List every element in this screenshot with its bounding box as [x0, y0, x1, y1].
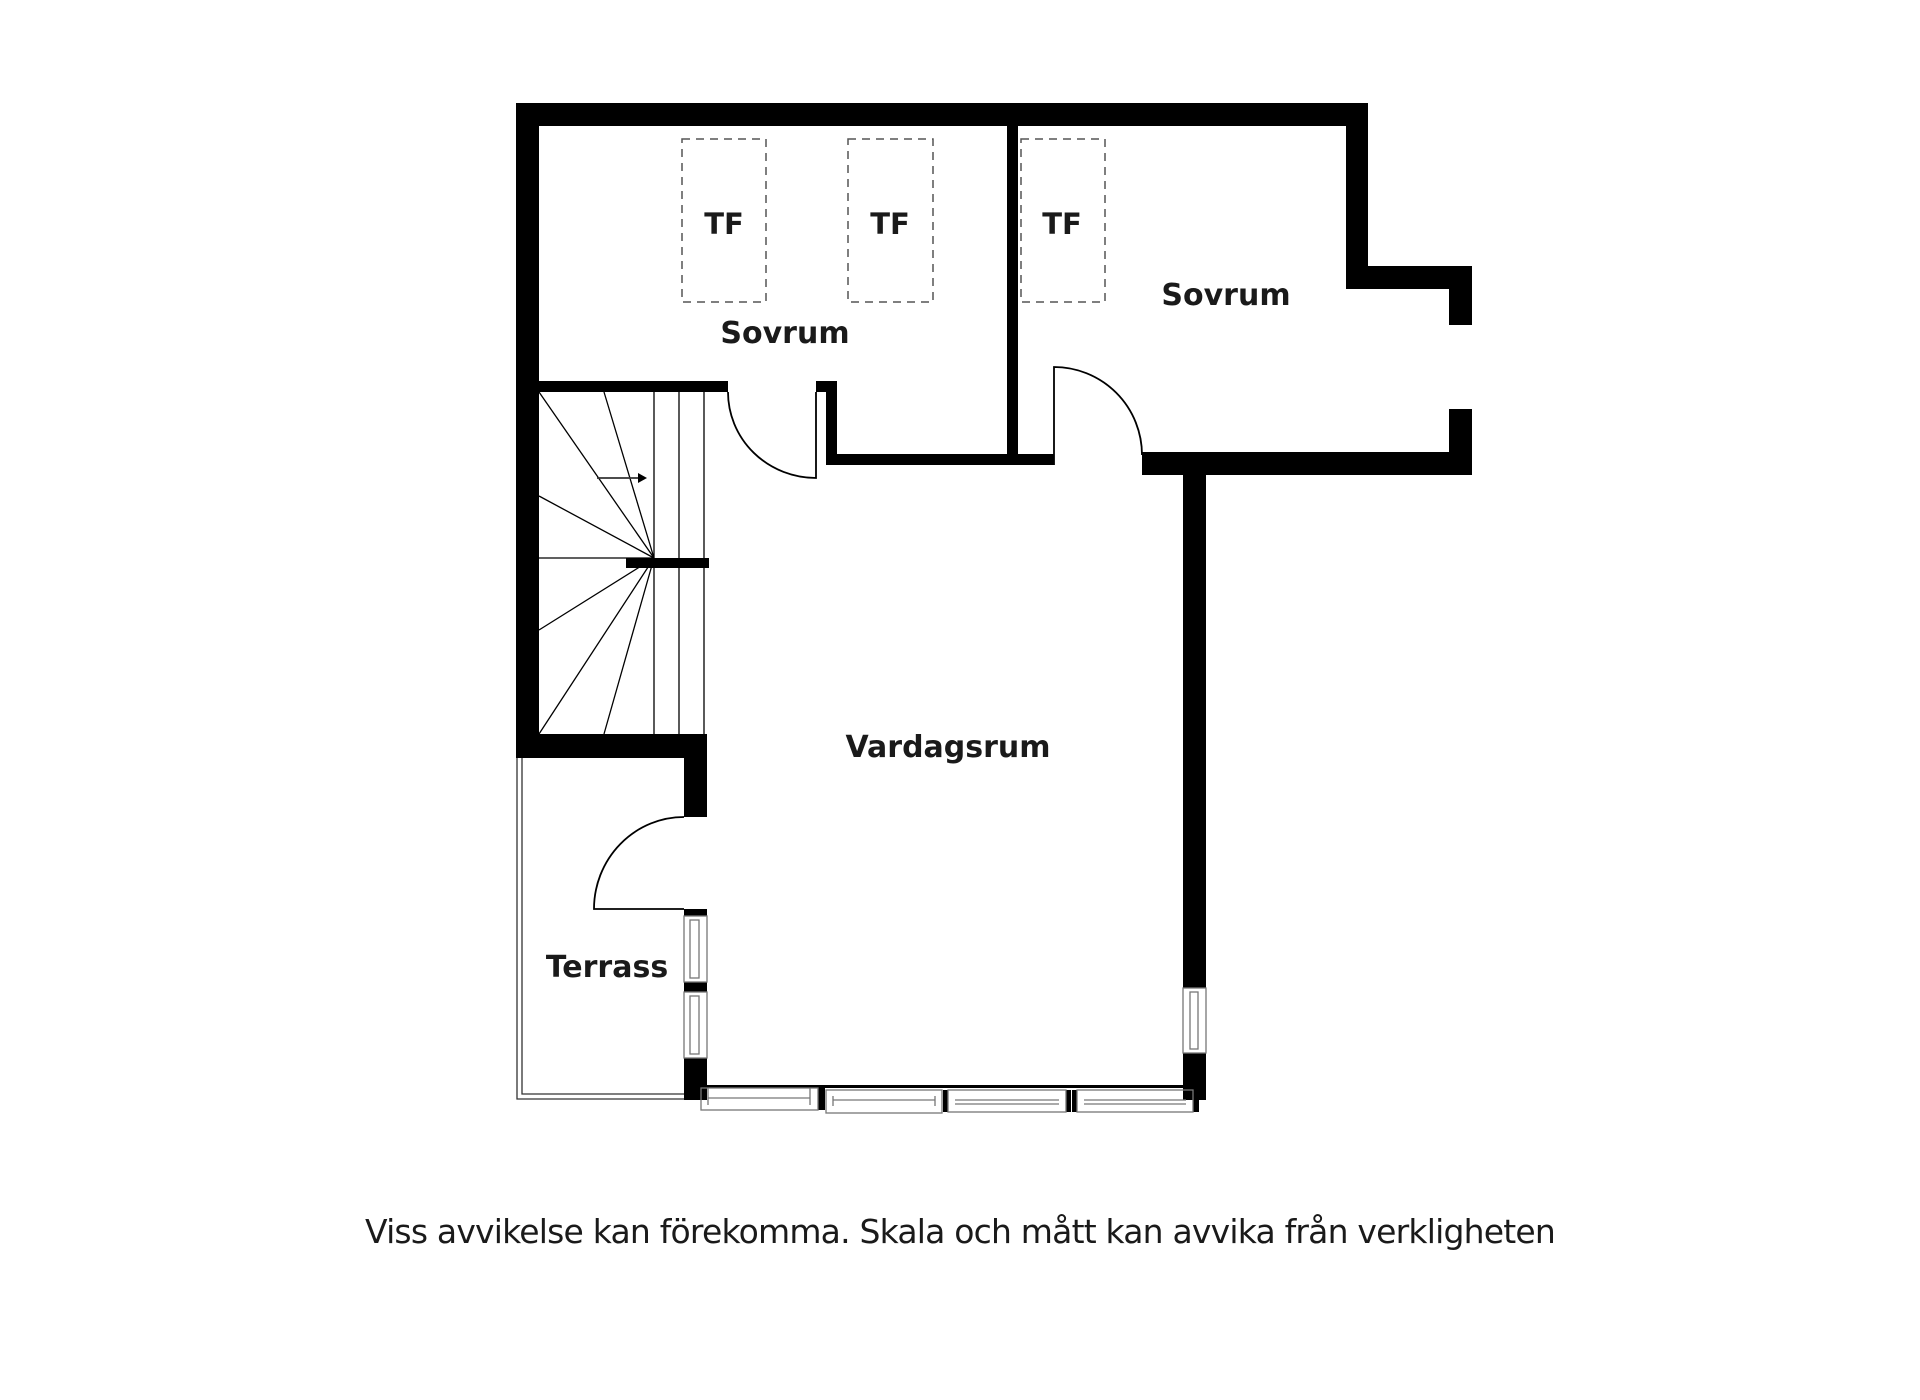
- window-terrace-2: [683, 991, 708, 1059]
- wall-pier-1: [684, 909, 707, 916]
- window-bottom-1: [700, 1087, 819, 1111]
- wall-right-stub-top: [1449, 266, 1472, 325]
- door-bedroom-1: [727, 391, 817, 479]
- disclaimer-caption: Viss avvikelse kan förekomma. Skala och …: [365, 1212, 1556, 1251]
- wall-stair-top: [539, 381, 728, 392]
- wall-bedroom1-bottom: [826, 454, 1054, 465]
- storage-label-3: TF: [1042, 207, 1082, 241]
- mullion-3: [1066, 1090, 1071, 1112]
- storage-labels: TF TF TF: [704, 207, 1082, 241]
- storage-box-3: [1020, 138, 1106, 303]
- room-label-sovrum-2: Sovrum: [1161, 278, 1290, 313]
- wall-pier-3: [684, 1058, 707, 1100]
- door1-jamb-top: [816, 381, 837, 392]
- storage-boxes: [681, 138, 1106, 303]
- storage-label-2: TF: [870, 207, 910, 241]
- wall-stair-bottom: [516, 734, 707, 758]
- walls: [516, 103, 1472, 1112]
- windows: [683, 915, 1207, 1114]
- wall-bedroom-partition: [1007, 126, 1018, 465]
- room-label-sovrum-1: Sovrum: [720, 316, 849, 351]
- storage-box-2: [847, 138, 934, 303]
- terrace-railing: [516, 758, 684, 1100]
- arrow-head-icon: [638, 473, 647, 483]
- storage-label-1: TF: [704, 207, 744, 241]
- door-terrace: [593, 816, 685, 910]
- wall-terrace-divider: [684, 734, 707, 817]
- mullion-4: [1072, 1090, 1077, 1112]
- wall-bottom-line: [701, 1085, 1183, 1088]
- wall-living-right-lower: [1183, 1053, 1206, 1100]
- room-label-vardagsrum: Vardagsrum: [845, 730, 1050, 765]
- storage-box-1: [681, 138, 767, 303]
- door1-jamb-vertical: [826, 381, 837, 465]
- wall-pier-2: [684, 982, 707, 992]
- mullion-5: [1193, 1090, 1199, 1112]
- window-bottom-2: [825, 1089, 943, 1114]
- room-labels: Sovrum Sovrum Vardagsrum Terrass: [546, 278, 1291, 985]
- mullion-2: [943, 1090, 948, 1112]
- window-bottom-4: [1076, 1089, 1194, 1113]
- wall-top: [516, 103, 1368, 126]
- wall-living-right: [1183, 462, 1206, 988]
- wall-right-upper: [1346, 103, 1368, 289]
- staircase: [538, 391, 709, 735]
- mullion-1: [818, 1088, 825, 1110]
- stair-landing-bar: [626, 558, 709, 568]
- wall-left: [516, 103, 539, 758]
- wall-bedroom2-bottom-right: [1142, 452, 1472, 475]
- doors: [593, 366, 1143, 910]
- window-bottom-3: [947, 1089, 1067, 1113]
- door-bedroom-2: [1053, 366, 1143, 465]
- window-right: [1182, 987, 1207, 1054]
- room-label-terrass: Terrass: [546, 950, 668, 985]
- wall-step: [1346, 266, 1472, 289]
- window-terrace-1: [683, 915, 708, 983]
